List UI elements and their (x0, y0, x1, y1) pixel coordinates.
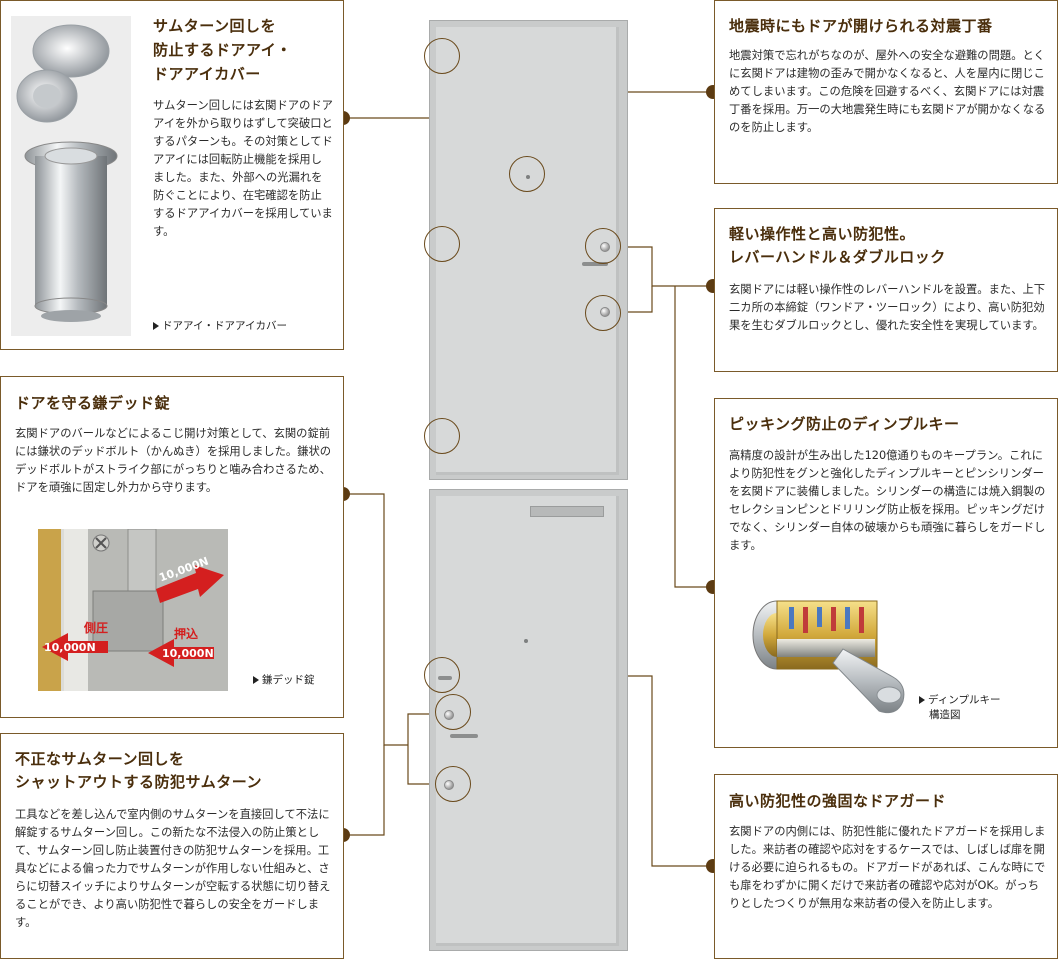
panel-lever-lock: 軽い操作性と高い防犯性。 レバーハンドル＆ダブルロック 玄関ドアには軽い操作性の… (714, 208, 1058, 372)
ring-peephole (509, 156, 545, 192)
connector-lever-lock (614, 246, 713, 287)
door-closer (530, 506, 604, 517)
deadbolt-label-3: 10,000N (44, 641, 96, 654)
inside-door-frame (429, 489, 628, 951)
ring-lower-lock (585, 295, 621, 331)
panel-quake-hinge: 地震時にもドアが開けられる対震丁番 地震対策で忘れがちなのが、屋外への安全な避難… (714, 0, 1058, 184)
caption-triangle-icon (153, 322, 159, 330)
ring-upper-hinge (424, 38, 460, 74)
thumb-turn-title-2: シャットアウトする防犯サムターン (15, 773, 262, 791)
connector-thumb-turn-2 (407, 713, 438, 745)
connector-thumb-turn (343, 745, 385, 836)
panel-door-eye: サムターン回しを 防止するドアアイ・ ドアアイカバー サムターン回しには玄関ドア… (0, 0, 344, 350)
quake-hinge-title: 地震時にもドアが開けられる対震丁番 (729, 17, 993, 35)
lever-handle (582, 262, 608, 266)
dimple-key-caption: ディンプルキー 構造図 (919, 693, 1000, 723)
deadbolt-label-5: 10,000N (162, 647, 214, 660)
lever-lock-title-1: 軽い操作性と高い防犯性。 (729, 225, 916, 243)
dimple-key-photo (752, 600, 905, 714)
ring-middle-hinge (424, 226, 460, 262)
deadbolt-graphic (42, 529, 224, 691)
lever-lock-title-2: レバーハンドル＆ダブルロック (729, 248, 946, 266)
panel-thumb-turn: 不正なサムターン回しを シャットアウトする防犯サムターン 工具などを差し込んで室… (0, 733, 344, 959)
door-guard-body: 玄関ドアの内側には、防犯性能に優れたドアガードを採用しました。来訪者の確認や応対… (729, 825, 1046, 910)
door-eye-title-1: サムターン回しを (153, 17, 276, 35)
ring-door-guard (424, 657, 460, 693)
dimple-key-title: ピッキング防止のディンプルキー (729, 415, 960, 433)
deadbolt-caption: 鎌デッド錠 (253, 673, 315, 688)
connector-dimple-key (674, 286, 713, 588)
deadbolt-label-4: 押込 (174, 627, 199, 641)
dimple-key-body: 高精度の設計が生み出した120億通りものキープラン。これにより防犯性をグンと強化… (729, 449, 1046, 552)
ring-upper-lock (585, 228, 621, 264)
connector-thumb-turn-3 (407, 745, 438, 785)
inside-peephole (524, 639, 528, 643)
thumb-turn-body: 工具などを差し込んで室内側のサムターンを直接回して不法に解錠するサムターン回し。… (15, 808, 331, 929)
caption-triangle-icon (919, 696, 925, 704)
lever-lock-body: 玄関ドアには軽い操作性のレバーハンドルを設置。また、上下二カ所の本締錠（ワンドア… (729, 283, 1046, 332)
door-eye-body: サムターン回しには玄関ドアのドアアイを外から取りはずして突破口とするパターンも。… (153, 99, 333, 238)
inside-lever-handle (450, 734, 478, 738)
door-eye-caption: ドアアイ・ドアアイカバー (153, 319, 287, 334)
deadbolt-label-2: 側圧 (84, 621, 109, 635)
door-eye-title-3: ドアアイカバー (153, 65, 261, 83)
deadbolt-title: ドアを守る鎌デッド錠 (15, 394, 171, 412)
ring-lower-hinge (424, 418, 460, 454)
quake-hinge-body: 地震対策で忘れがちなのが、屋外への安全な避難の問題。とくに玄関ドアは建物の歪みで… (729, 49, 1046, 134)
panel-deadbolt: ドアを守る鎌デッド錠 玄関ドアのバールなどによるこじ開け対策として、玄関の錠前に… (0, 376, 344, 718)
door-guard-title: 高い防犯性の強固なドアガード (729, 792, 947, 810)
panel-door-guard: 高い防犯性の強固なドアガード 玄関ドアの内側には、防犯性能に優れたドアガードを採… (714, 774, 1058, 959)
door-eye-photo (11, 16, 131, 336)
ring-lower-thumb-turn (435, 766, 471, 802)
panel-dimple-key: ピッキング防止のディンプルキー 高精度の設計が生み出した120億通りものキープラ… (714, 398, 1058, 748)
thumb-turn-title-1: 不正なサムターン回しを (15, 750, 185, 768)
caption-triangle-icon (253, 676, 259, 684)
outside-door-frame (429, 20, 628, 480)
connector-deadbolt (343, 493, 408, 746)
deadbolt-body: 玄関ドアのバールなどによるこじ開け対策として、玄関の錠前には鎌状のデッドボルト（… (15, 427, 332, 494)
door-eye-title-2: 防止するドアアイ・ (153, 41, 292, 59)
deadbolt-photo: 10,000N 側圧 10,000N 押込 10,000N (38, 529, 228, 691)
ring-upper-thumb-turn (435, 694, 471, 730)
